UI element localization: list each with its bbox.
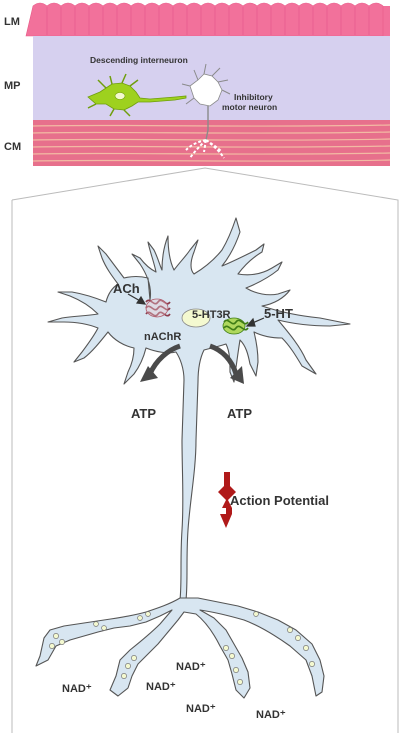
atp-arrowhead-right (230, 366, 244, 384)
label-5ht3r: 5-HT3R (192, 309, 231, 321)
magnified-neuron (35, 217, 351, 699)
circular-muscle-fibers (32, 124, 391, 162)
label-5ht: 5-HT (264, 306, 293, 321)
label-nad-1: NAD⁺ (176, 661, 206, 673)
neuron-soma (47, 217, 351, 601)
atp-arrowhead-left (140, 366, 158, 382)
label-descending-interneuron: Descending interneuron (90, 55, 188, 65)
label-nad-5: NAD⁺ (256, 709, 286, 721)
zoom-frame (11, 167, 399, 733)
axon-vesicles (49, 611, 315, 685)
label-nad-2: NAD⁺ (62, 683, 92, 695)
longitudinal-muscle-scallops (25, 2, 384, 37)
descending-interneuron (87, 73, 187, 117)
ligand-arrows (127, 293, 265, 327)
action-potential-arrow (218, 472, 236, 528)
label-action-potential: Action Potential (230, 493, 329, 508)
label-inhibitory-line2: motor neuron (222, 102, 277, 112)
tissue-panel: LM MP CM Descending interneuron Inhibito… (4, 2, 391, 166)
ach-arrowhead (135, 295, 147, 305)
layer-label-lm: LM (4, 16, 20, 28)
atp-arrow-right (209, 343, 239, 375)
longitudinal-muscle-segments (46, 7, 370, 35)
label-atp-right: ATP (227, 406, 252, 421)
label-nachr: nAChR (144, 331, 181, 343)
label-nad-4: NAD⁺ (186, 703, 216, 715)
5ht3-receptor (222, 317, 249, 335)
5ht-arrowhead (245, 317, 256, 327)
neuron-nucleus (181, 308, 211, 328)
label-nad-3: NAD⁺ (146, 681, 176, 693)
layer-label-mp: MP (4, 80, 21, 92)
layer-label-cm: CM (4, 141, 21, 153)
label-inhibitory-line1: Inhibitory (234, 92, 273, 102)
label-atp-left: ATP (131, 406, 156, 421)
inhibitory-motor-neuron (181, 63, 231, 159)
nachr-receptor (145, 298, 171, 318)
axon-branches (35, 597, 325, 699)
label-ach: ACh (113, 281, 140, 296)
